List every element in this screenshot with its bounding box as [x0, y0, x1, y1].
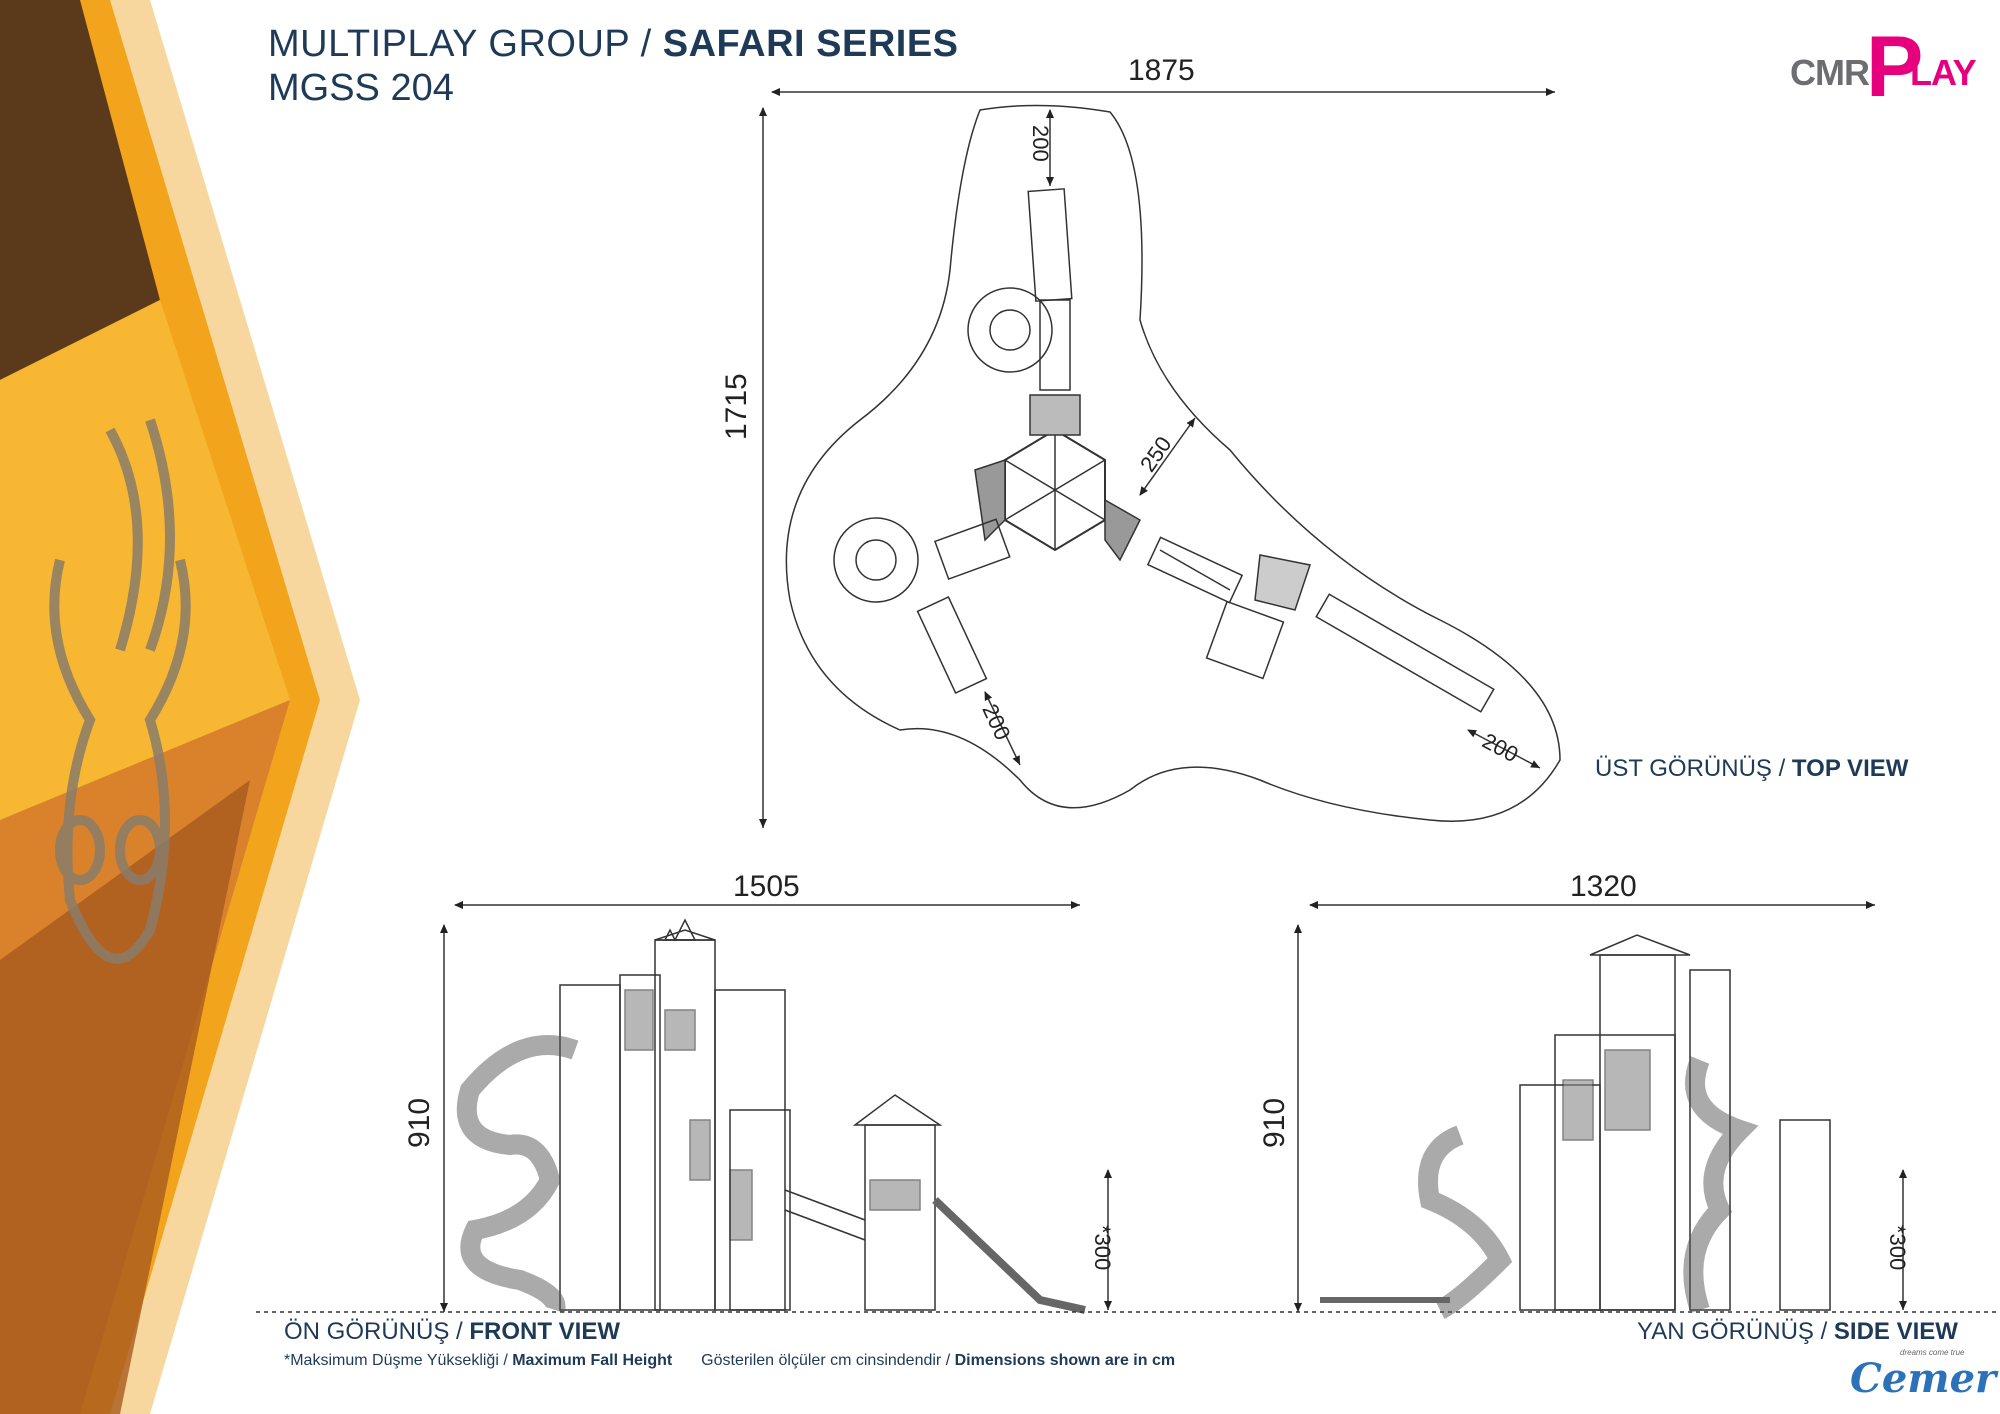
dimensions-note-tr: Gösterilen ölçüler cm cinsindendir / [701, 1352, 955, 1369]
side-height-dim: 910 [1258, 1097, 1291, 1148]
front-width-dim: 1505 [733, 870, 800, 903]
top-view-label-tr: ÜST GÖRÜNÜŞ / [1595, 755, 1792, 782]
series-prefix: MULTIPLAY GROUP / [268, 23, 663, 65]
front-view-drawing [256, 901, 2000, 1314]
page-title: MULTIPLAY GROUP / SAFARI SERIES [268, 22, 959, 66]
fall-height-note-tr: *Maksimum Düşme Yüksekliği / [284, 1352, 513, 1369]
side-view-label: YAN GÖRÜNÜŞ / SIDE VIEW [1637, 1318, 1958, 1346]
front-height-dim: 910 [403, 1097, 436, 1148]
side-view-label-tr: YAN GÖRÜNÜŞ / [1637, 1318, 1834, 1345]
side-fall-height-dim: *300 [1885, 1225, 1910, 1271]
dimensions-note-en: Dimensions shown are in cm [954, 1352, 1176, 1369]
tribal-mask-icon [49, 418, 191, 964]
side-width-dim: 1320 [1570, 870, 1637, 903]
logo-p: P [1866, 19, 1924, 115]
brand-tagline: dreams come true [1900, 1348, 1965, 1357]
side-view-label-en: SIDE VIEW [1833, 1318, 1958, 1345]
footer-notes: *Maksimum Düşme Yüksekliği / Maximum Fal… [284, 1352, 1175, 1370]
front-view-label: ÖN GÖRÜNÜŞ / FRONT VIEW [284, 1318, 620, 1346]
front-fall-height-dim: *300 [1090, 1225, 1115, 1271]
logo-lay: LAY [1910, 52, 1977, 93]
top-slide-clearance-dim: 200 [1028, 125, 1053, 162]
top-width-dim: 1875 [1128, 54, 1195, 87]
top-view-drawing [759, 88, 1561, 828]
cmrplay-logo: CMR P LAY [1790, 22, 1980, 112]
front-view-label-en: FRONT VIEW [469, 1318, 620, 1345]
model-code: MGSS 204 [268, 67, 454, 109]
side-view-drawing [1294, 901, 1907, 1319]
series-name: SAFARI SERIES [662, 23, 959, 65]
logo-cmr: CMR [1790, 52, 1870, 93]
front-view-label-tr: ÖN GÖRÜNÜŞ / [284, 1318, 470, 1345]
top-view-label-en: TOP VIEW [1791, 755, 1909, 782]
decorative-banner [0, 0, 360, 1414]
fall-height-note-en: Maximum Fall Height [512, 1352, 673, 1369]
cemer-logo: Cemer [1850, 1355, 1997, 1402]
top-view-label: ÜST GÖRÜNÜŞ / TOP VIEW [1595, 755, 1908, 783]
top-depth-dim: 1715 [720, 373, 753, 440]
